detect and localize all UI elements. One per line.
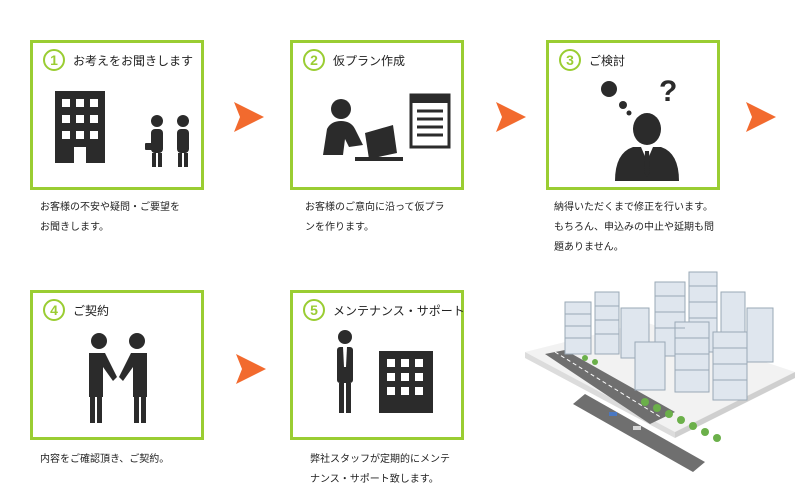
step-card-1: 1 お考えをお聞きします xyxy=(30,40,204,190)
arrow-right-icon xyxy=(236,354,266,384)
staff-and-building-icon xyxy=(337,330,433,413)
step-desc-5: 弊社スタッフが定期的にメンテ ナンス・サポート致します。 xyxy=(310,454,450,485)
step-desc-2: お客様のご意向に沿って仮プラ ンを作ります。 xyxy=(305,202,445,233)
handshake-icon xyxy=(89,333,147,423)
step-title-5: メンテナンス・サポート xyxy=(333,303,465,318)
step-desc-1: お客様の不安や疑問・ご要望を お聞きします。 xyxy=(40,202,180,233)
step-number-3: 3 xyxy=(559,49,581,71)
step-desc-4: 内容をご確認頂き、ご契約。 xyxy=(40,454,170,465)
person-laptop-plan-icon xyxy=(323,93,451,161)
thinking-businessman-icon: ? xyxy=(601,77,679,181)
city-illustration xyxy=(525,271,795,472)
step-title-4: ご契約 xyxy=(73,303,110,318)
step-desc-3: 納得いただくまで修正を行います。 もちろん、申込みの中止や延期も問 題ありません… xyxy=(554,202,714,253)
step-title-1: お考えをお聞きします xyxy=(73,53,194,68)
arrow-right-icon xyxy=(496,102,526,132)
arrow-right-icon xyxy=(234,102,264,132)
step-card-2: 2 仮プラン作成 xyxy=(290,40,464,190)
step-number-5: 5 xyxy=(303,299,325,321)
step-title-2: 仮プラン作成 xyxy=(333,53,406,68)
step-number-4: 4 xyxy=(43,299,65,321)
step-number-1: 1 xyxy=(43,49,65,71)
step-number-2: 2 xyxy=(303,49,325,71)
step-card-3: 3 ご検討 ? xyxy=(546,40,720,190)
svg-text:?: ? xyxy=(659,77,677,108)
arrow-right-icon xyxy=(746,102,776,132)
building-and-people-icon xyxy=(55,91,189,167)
step-title-3: ご検討 xyxy=(589,53,626,68)
step-card-5: 5 メンテナンス・サポート xyxy=(290,290,465,440)
step-card-4: 4 ご契約 xyxy=(30,290,204,440)
